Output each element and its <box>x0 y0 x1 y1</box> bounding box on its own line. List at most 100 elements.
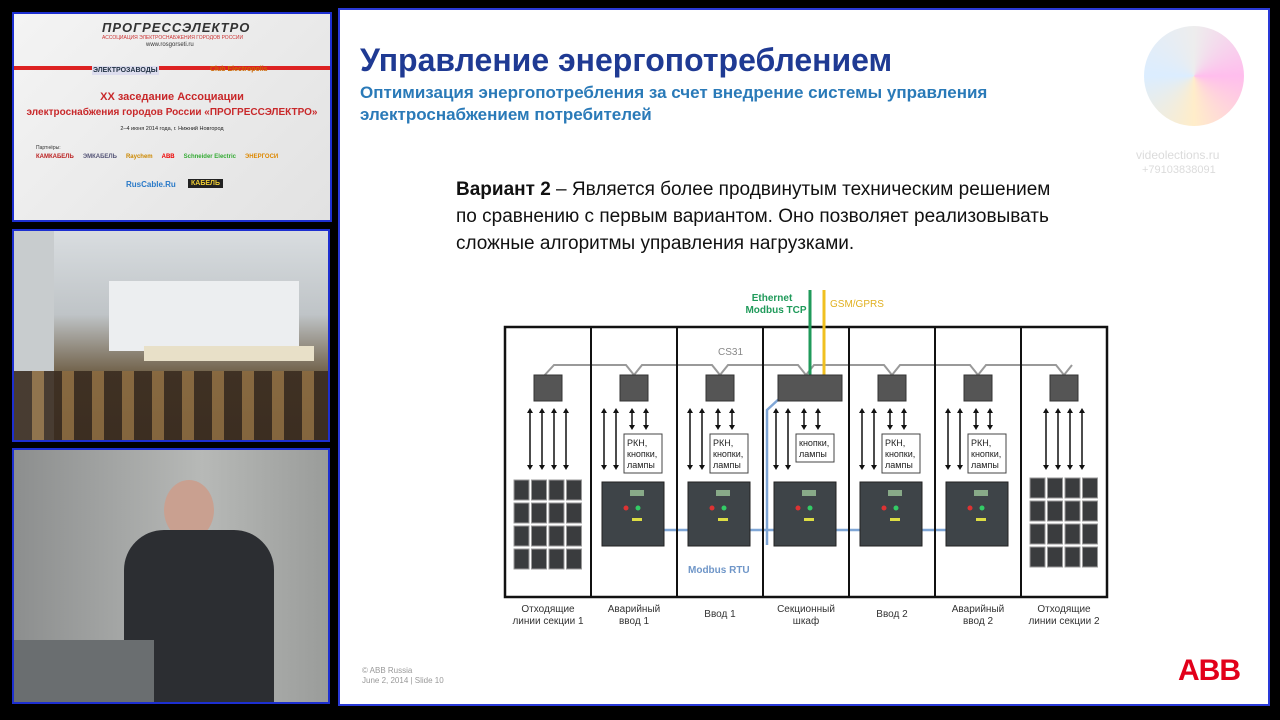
slide-subtitle-line1: Оптимизация энергопотребления за счет вн… <box>360 83 988 102</box>
mcb-breaker <box>531 525 547 547</box>
control-box-label: кнопки, <box>885 449 915 459</box>
mcb-breaker <box>1029 500 1046 522</box>
mcb-breaker <box>566 525 582 547</box>
column-label: ввод 2 <box>963 616 993 627</box>
body-line: по сравнению с первым вариантом. Оно поз… <box>456 206 1049 227</box>
control-panel-box <box>881 433 921 474</box>
column-label: Отходящие <box>1037 604 1091 615</box>
column-label: Аварийный <box>952 604 1004 615</box>
mcb-breaker <box>566 502 582 524</box>
control-panel-box <box>967 433 1007 474</box>
control-box-label: РКН, <box>713 438 733 448</box>
switchgear-diagram: Ethernet Modbus TCP GSM/GPRS CS31 Modbus… <box>503 290 1109 627</box>
breaker-display <box>630 490 644 496</box>
sponsor-logo: ЭЛЕКТРОЗАВОДЫ <box>92 66 159 75</box>
mcb-breaker <box>548 502 565 524</box>
mcb-breaker <box>1029 546 1046 568</box>
body-line: сложные алгоритмы управления нагрузками. <box>456 233 855 254</box>
breaker-indicator-yellow <box>976 518 986 521</box>
breaker-indicator-yellow <box>804 518 814 521</box>
audience-seats <box>14 371 328 440</box>
cs31-label: CS31 <box>718 347 743 358</box>
watermark: videolections.ru +79103838091 <box>1130 26 1250 186</box>
column-label: линии секции 1 <box>512 616 584 627</box>
column-label: Секционный <box>777 604 835 615</box>
partner-logo: ЭНЕРГОСИ <box>244 154 279 160</box>
conference-subtitle: АССОЦИАЦИЯ ЭЛЕКТРОСНАБЖЕНИЯ ГОРОДОВ РОСС… <box>102 35 244 41</box>
mcb-breaker <box>531 479 547 501</box>
controller-module <box>777 374 843 402</box>
conference-title-line2: электроснабжения городов России «ПРОГРЕС… <box>26 107 318 118</box>
partner-logo: КАМКАБЕЛЬ <box>36 154 74 160</box>
slide-body-text: Вариант 2 – Является более продвинутым т… <box>456 176 1050 257</box>
controller-module <box>619 374 649 402</box>
variant-label: Вариант 2 <box>456 179 551 200</box>
controller-module <box>533 374 563 402</box>
arrow-head <box>815 408 821 430</box>
footer-copyright: © ABB Russia <box>362 666 413 675</box>
breaker-display <box>888 490 902 496</box>
arrow-head <box>801 408 807 430</box>
lectern <box>14 640 154 702</box>
mcb-breaker <box>1082 500 1098 522</box>
mcb-breaker <box>566 479 582 501</box>
breaker-indicator-green <box>893 505 899 511</box>
controller-module <box>1049 374 1079 402</box>
mcb-breaker <box>513 479 530 501</box>
banner-red-stripe <box>14 66 330 70</box>
presidium-table <box>144 346 314 361</box>
mcb-breaker <box>1029 523 1046 545</box>
arrow-head <box>643 408 649 430</box>
breaker-indicator-red <box>795 505 801 511</box>
mcb-breaker <box>1082 546 1098 568</box>
control-box-label: лампы <box>713 460 741 470</box>
arrow-head <box>901 408 907 430</box>
control-panel-box <box>623 433 663 474</box>
control-box-label: кнопки, <box>971 449 1001 459</box>
presentation-slide: Управление энергопотреблением Оптимизаци… <box>338 8 1270 706</box>
breaker-display <box>802 490 816 496</box>
strategic-partner-logo: Club Electropolis <box>210 66 268 73</box>
arrow-head <box>987 408 993 430</box>
breaker-indicator-green <box>635 505 641 511</box>
abb-logo: ABB <box>1178 654 1241 687</box>
column-label: Отходящие <box>521 604 575 615</box>
controller-module <box>963 374 993 402</box>
column-label: Ввод 2 <box>876 609 908 620</box>
partner-logo: ЭМКАБЕЛЬ <box>82 154 117 160</box>
slide-title: Управление энергопотреблением <box>360 42 893 78</box>
column-label: линии секции 2 <box>1028 616 1100 627</box>
mcb-breaker <box>548 525 565 547</box>
breaker-display <box>974 490 988 496</box>
control-box-label: кнопки, <box>713 449 743 459</box>
mcb-breaker <box>531 502 547 524</box>
control-box-label: РКН, <box>885 438 905 448</box>
partner-logo: ABB <box>161 154 175 160</box>
control-box-label: кнопки, <box>799 438 829 448</box>
mcb-breaker <box>1029 477 1046 499</box>
watermark-site: videolections.ru <box>1136 148 1220 162</box>
mcb-breaker <box>1082 477 1098 499</box>
mcb-breaker <box>1047 523 1063 545</box>
partners-label: Партнёры: <box>36 145 61 151</box>
conference-logo: ПРОГРЕССЭЛЕКТРО <box>102 20 251 35</box>
breaker-indicator-green <box>979 505 985 511</box>
arrow-head <box>887 408 893 430</box>
arrow-head <box>715 408 721 430</box>
control-box-label: лампы <box>799 449 827 459</box>
breaker-indicator-red <box>881 505 887 511</box>
mcb-breaker <box>1047 546 1063 568</box>
column-label: шкаф <box>793 615 819 627</box>
partners-row: КАМКАБЕЛЬ ЭМКАБЕЛЬ Raychem ABB Schneider… <box>36 154 278 160</box>
speaker-video <box>12 448 330 704</box>
partner-logo: Schneider Electric <box>183 154 236 160</box>
mcb-breaker <box>1064 500 1081 522</box>
breaker-indicator-yellow <box>632 518 642 521</box>
